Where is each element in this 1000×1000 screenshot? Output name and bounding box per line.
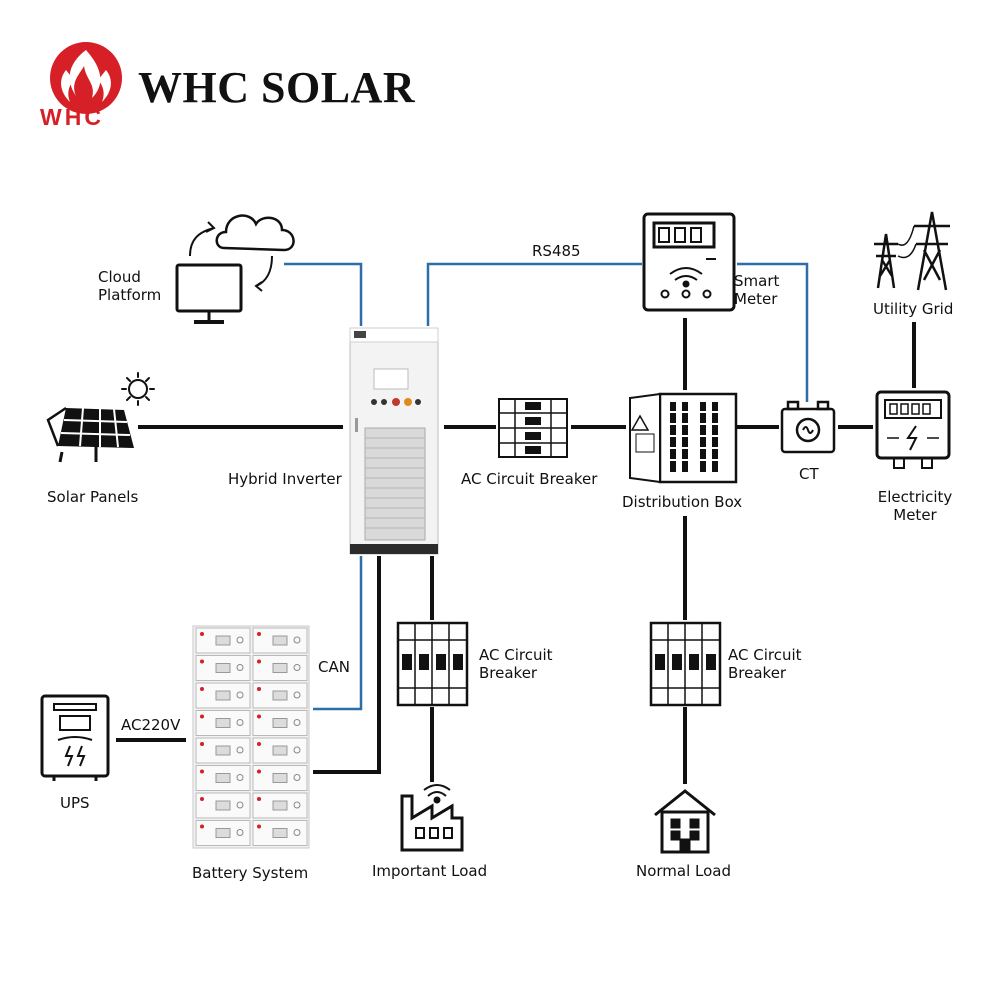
cloud-platform-icon	[175, 214, 295, 324]
solar-panel-icon	[46, 406, 134, 463]
battery-module	[195, 655, 251, 681]
ups-label: UPS	[60, 794, 90, 812]
rs485-comm-line	[426, 262, 642, 326]
ac-circuit-breaker-normal-icon	[649, 621, 722, 707]
battery-system-icon	[192, 625, 310, 849]
battery-module	[252, 682, 308, 709]
solar-panels-label: Solar Panels	[47, 488, 139, 506]
ups-icon	[40, 694, 110, 781]
utility-grid-label: Utility Grid	[873, 300, 954, 318]
utility-grid-icon	[874, 211, 950, 291]
logo-text: WHC	[40, 104, 104, 130]
battery-module	[195, 710, 251, 736]
can-comm-line	[313, 556, 363, 711]
battery-module	[195, 627, 251, 654]
battery-system-label: Battery System	[192, 864, 309, 882]
battery-module	[195, 765, 251, 791]
comm-lines	[284, 262, 809, 711]
electricity-meter-icon	[875, 390, 951, 469]
normal-load-house-icon	[654, 789, 716, 854]
battery-module	[252, 737, 308, 764]
battery-module	[195, 737, 251, 764]
important-load-label: Important Load	[372, 862, 488, 880]
hybrid-inverter-icon	[349, 327, 439, 555]
battery-module	[252, 627, 308, 654]
battery-module	[195, 820, 251, 846]
brand-name: WHC SOLAR	[138, 63, 416, 112]
smartmeter-ct-comm-line	[737, 262, 809, 402]
normal-load-label: Normal Load	[636, 862, 732, 880]
ac-breaker-main-label: AC Circuit Breaker	[461, 470, 598, 488]
whc-flame-logo	[50, 42, 122, 114]
cloud-comm-line	[284, 262, 363, 326]
battery-power-line	[313, 556, 381, 774]
sun-icon	[121, 372, 155, 406]
ac220v-label: AC220V	[121, 716, 181, 734]
battery-module	[252, 710, 308, 736]
distribution-box-label: Distribution Box	[622, 493, 743, 511]
power-lines	[116, 318, 916, 784]
distribution-box-icon	[629, 392, 738, 484]
rs485-label: RS485	[532, 242, 581, 260]
can-label: CAN	[318, 658, 350, 676]
ac-circuit-breaker-main-icon	[498, 398, 568, 458]
ct-sensor-icon	[780, 400, 836, 454]
ct-label: CT	[799, 465, 819, 483]
battery-module	[252, 820, 308, 846]
hybrid-inverter-label: Hybrid Inverter	[228, 470, 342, 488]
battery-module	[195, 792, 251, 819]
ac-circuit-breaker-important-icon	[396, 621, 469, 707]
battery-module	[195, 682, 251, 709]
battery-module	[252, 792, 308, 819]
important-load-factory-icon	[400, 784, 464, 852]
battery-module	[252, 655, 308, 681]
smart-meter-icon	[642, 212, 736, 312]
battery-module	[252, 765, 308, 791]
